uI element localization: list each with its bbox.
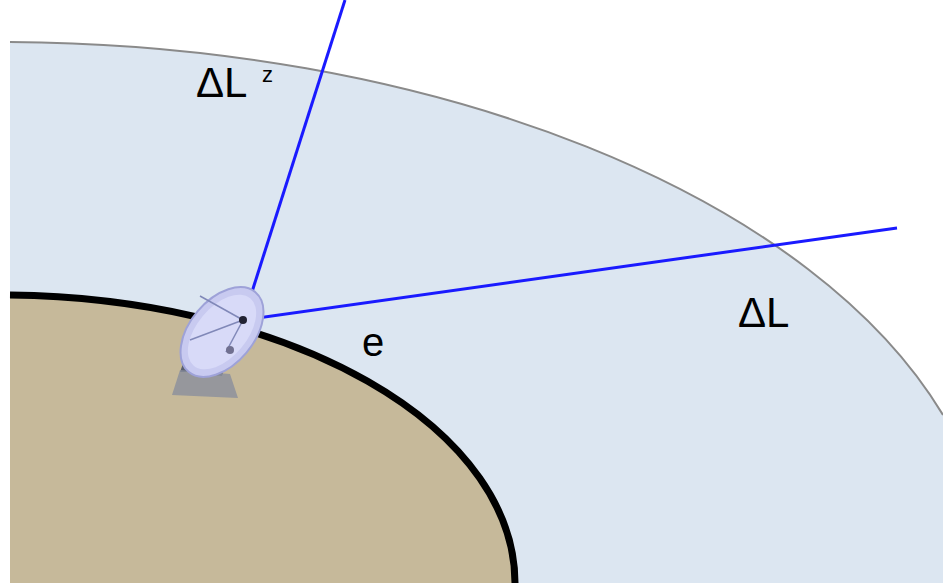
surface-label: e — [362, 322, 384, 362]
delta-label: ΔL — [196, 62, 247, 104]
delta-label: ΔL — [738, 292, 789, 334]
superscript-label: z — [262, 64, 273, 86]
atmosphere — [10, 42, 943, 583]
slant-path — [243, 228, 897, 320]
radio-telescope — [164, 272, 280, 398]
earth — [10, 295, 515, 583]
zenith-path — [243, 0, 345, 320]
earth-surface — [10, 295, 515, 583]
